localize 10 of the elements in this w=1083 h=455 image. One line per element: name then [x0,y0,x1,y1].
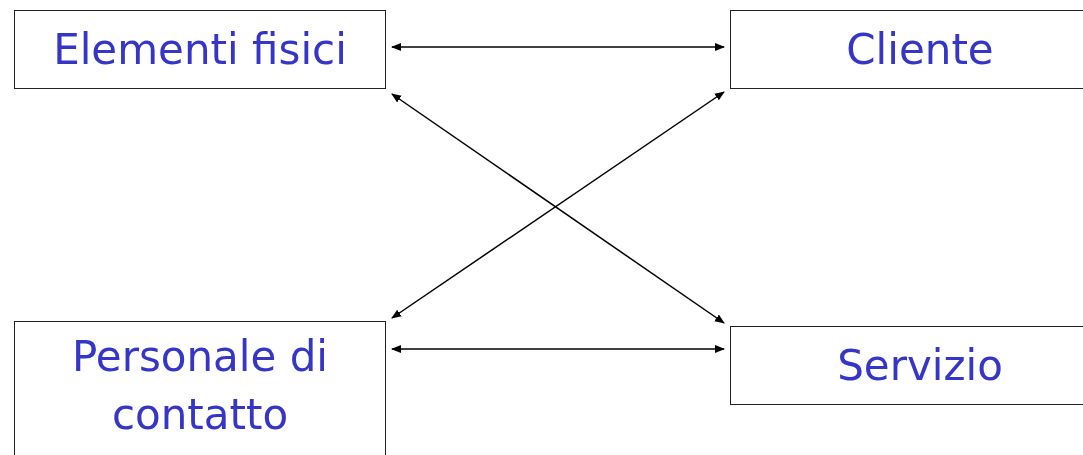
concept-box [14,10,386,89]
double-arrow [391,43,725,51]
concept-box [730,10,1083,89]
box-label: Cliente [846,23,994,76]
concept-box [730,326,1083,405]
box-label: Personale di contatto [70,331,330,441]
box-label: Servizio [837,339,1003,392]
double-arrow [391,345,725,353]
concept-box [14,321,386,455]
box-label: Elementi fisici [53,23,347,76]
